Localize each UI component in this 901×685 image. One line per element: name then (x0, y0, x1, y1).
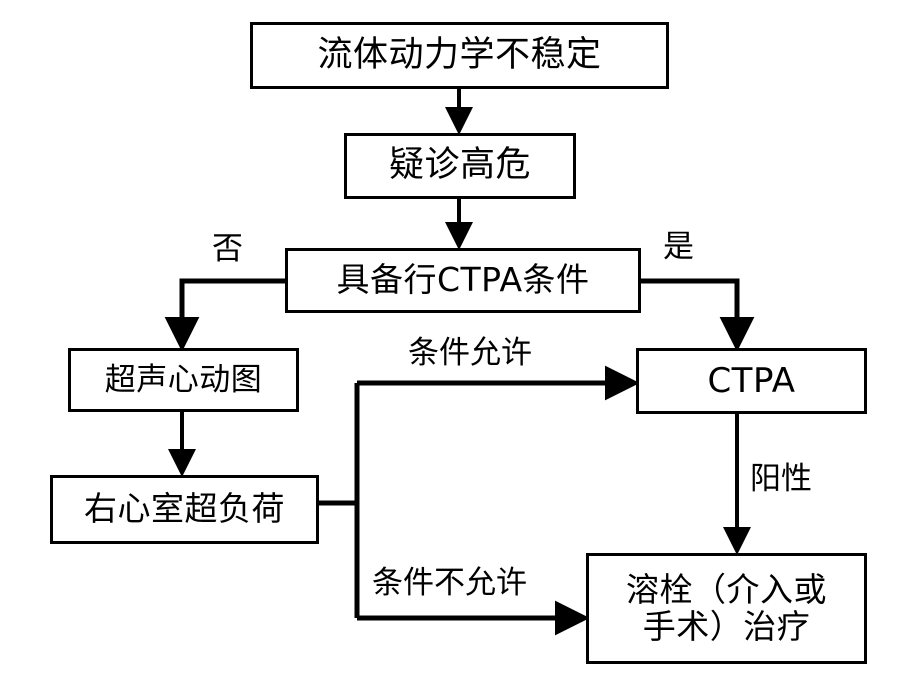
node-hemodynamic-instability[interactable]: 流体动力学不稳定 (250, 22, 669, 89)
edge-label-positive: 阳性 (750, 461, 812, 497)
edge-label-yes: 是 (663, 229, 694, 265)
edge-label-no: 否 (212, 231, 243, 267)
node-rv-overload[interactable]: 右心室超负荷 (50, 475, 319, 544)
edge-n3-n4-no (164, 278, 285, 352)
node-suspected-high-risk[interactable]: 疑诊高危 (344, 133, 576, 199)
node-ctpa-feasible[interactable]: 具备行CTPA条件 (285, 248, 641, 313)
node-thrombolysis-treatment[interactable]: 溶栓（介入或 手术）治疗 (586, 553, 867, 664)
edge-label-conditions-not-allowed: 条件不允许 (372, 565, 527, 601)
edge-label-conditions-allowed: 条件允许 (408, 335, 532, 371)
edge-n5-junction (319, 383, 360, 618)
node-ctpa[interactable]: CTPA (636, 348, 867, 414)
edge-n3-n6-yes (641, 278, 755, 352)
node-echocardiography[interactable]: 超声心动图 (68, 348, 299, 412)
